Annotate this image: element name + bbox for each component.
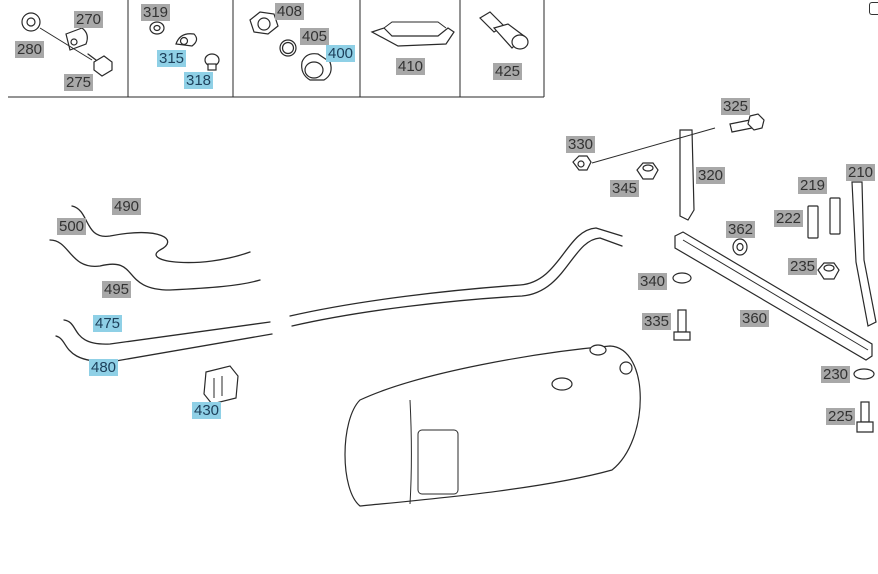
callout-475[interactable]: 475	[93, 315, 123, 332]
washer-230-drawing	[853, 368, 875, 380]
callout-319[interactable]: 319	[141, 4, 171, 21]
fuel-line-main-drawing	[289, 227, 623, 327]
oring-405-drawing	[279, 39, 297, 57]
bolt-275-drawing	[87, 53, 113, 77]
fuel-tank-drawing	[344, 344, 641, 507]
bolt-325-drawing	[729, 113, 765, 133]
callout-222[interactable]: 222	[774, 210, 804, 227]
callout-330[interactable]: 330	[566, 136, 596, 153]
callout-410[interactable]: 410	[396, 58, 426, 75]
fitting-408-drawing	[249, 11, 279, 35]
bracket-410-drawing	[370, 21, 455, 47]
sensor-430-drawing	[203, 365, 239, 405]
callout-430[interactable]: 430	[192, 402, 222, 419]
washer-280-drawing	[21, 12, 41, 32]
valve-425-drawing	[479, 11, 529, 50]
callout-235[interactable]: 235	[788, 258, 818, 275]
callout-320[interactable]: 320	[696, 167, 726, 184]
callout-425[interactable]: 425	[493, 63, 523, 80]
callout-362[interactable]: 362	[726, 221, 756, 238]
nut-330-drawing	[572, 155, 592, 171]
bolt-335-drawing	[673, 309, 691, 341]
plug-400-drawing	[301, 53, 332, 81]
callout-219[interactable]: 219	[798, 177, 828, 194]
callout-270[interactable]: 270	[74, 11, 104, 28]
bolt-225-drawing	[856, 401, 874, 433]
plate-222-drawing	[807, 205, 819, 239]
clamp-270-drawing	[39, 27, 93, 61]
plate-219-drawing	[829, 197, 841, 235]
callout-318[interactable]: 318	[184, 72, 214, 89]
callout-495[interactable]: 495	[102, 281, 132, 298]
clip-315-drawing	[175, 33, 198, 47]
corner-toggle-icon[interactable]	[869, 2, 878, 15]
callout-345[interactable]: 345	[610, 180, 640, 197]
detail-panel-frame	[8, 0, 545, 98]
nut-345-drawing	[636, 162, 659, 180]
washer-362-drawing	[732, 238, 748, 256]
callout-340[interactable]: 340	[638, 273, 668, 290]
callout-408[interactable]: 408	[275, 3, 305, 20]
callout-275[interactable]: 275	[64, 74, 94, 91]
fuel-line-490-drawing	[71, 205, 251, 264]
callout-230[interactable]: 230	[821, 366, 851, 383]
screw-318-drawing	[204, 53, 220, 71]
callout-225[interactable]: 225	[826, 408, 856, 425]
strap-210-drawing	[851, 181, 877, 327]
callout-480[interactable]: 480	[89, 359, 119, 376]
washer-340-drawing	[672, 272, 692, 284]
fuel-line-475-drawing	[63, 319, 271, 345]
callout-210[interactable]: 210	[846, 164, 876, 181]
callout-400[interactable]: 400	[326, 45, 356, 62]
nut-235-drawing	[817, 262, 840, 280]
callout-360[interactable]: 360	[740, 310, 770, 327]
fuel-line-480-drawing	[55, 333, 273, 363]
callout-405[interactable]: 405	[300, 28, 330, 45]
callout-500[interactable]: 500	[57, 218, 87, 235]
callout-315[interactable]: 315	[157, 50, 187, 67]
nut-319-drawing	[149, 21, 165, 35]
fuel-line-495-drawing	[49, 239, 261, 291]
callout-490[interactable]: 490	[112, 198, 142, 215]
bracket-320-drawing	[591, 127, 716, 221]
callout-335[interactable]: 335	[642, 313, 672, 330]
rail-360-drawing	[674, 231, 873, 361]
callout-280[interactable]: 280	[15, 41, 45, 58]
callout-325[interactable]: 325	[721, 98, 751, 115]
